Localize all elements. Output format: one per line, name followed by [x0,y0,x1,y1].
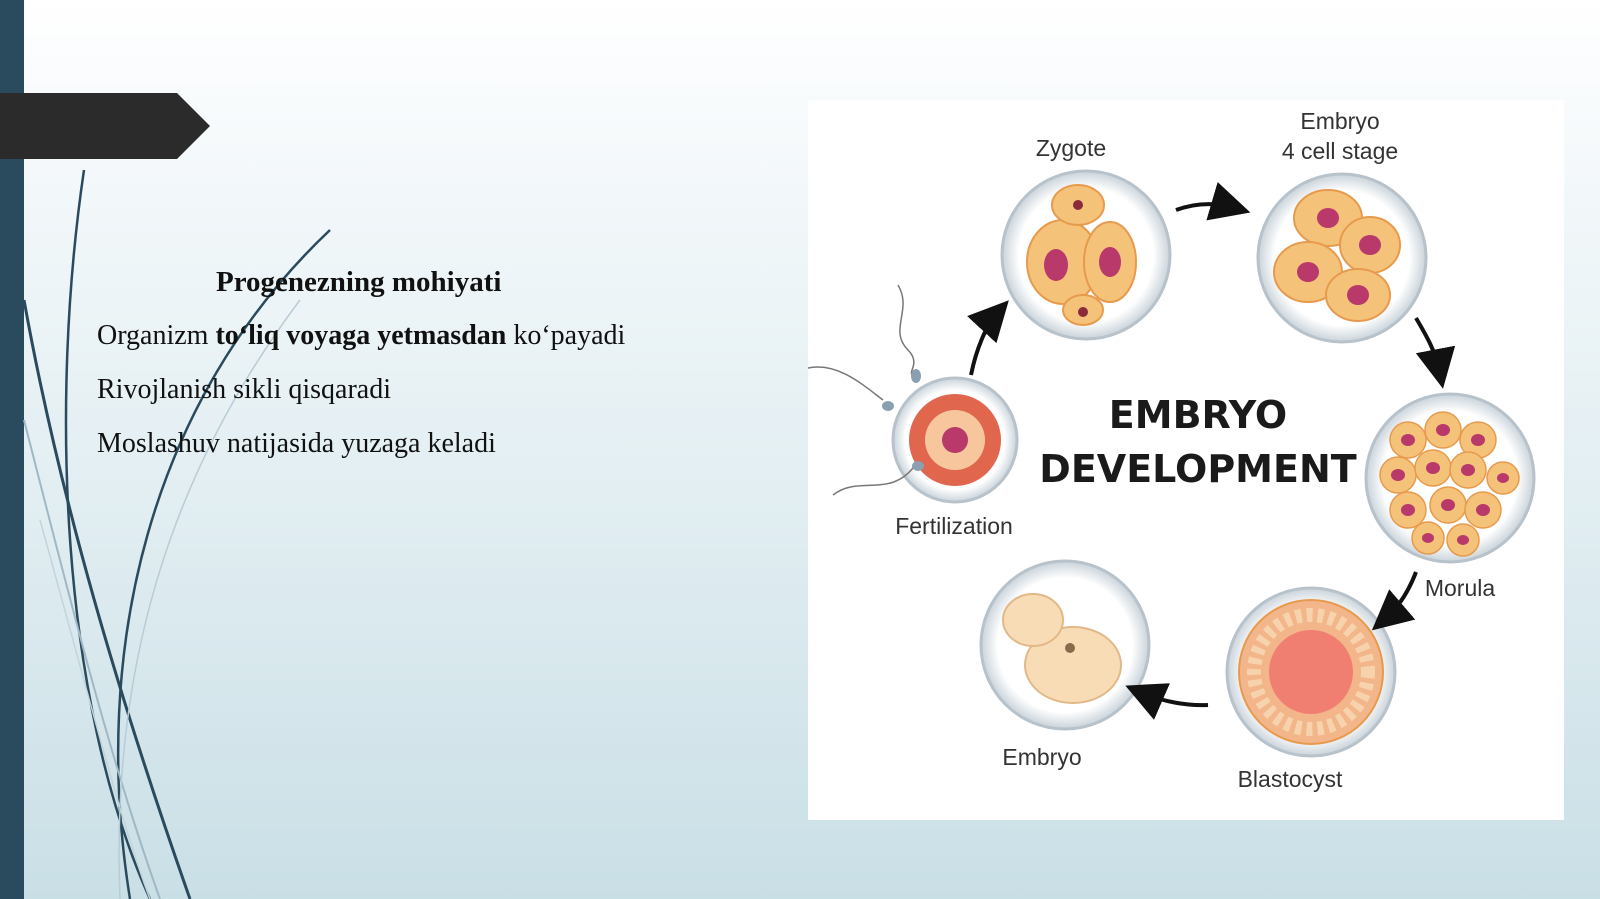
label-embryo4-line2: 4 cell stage [1282,138,1398,164]
embryo-fetus [979,559,1151,731]
decorative-swooshes [22,169,331,899]
embryo-4-cell-stage [1256,172,1428,344]
title-tab-arrow [0,93,210,159]
label-zygote: Zygote [1036,135,1106,161]
figure-heading-line1: EMBRYO [1109,393,1287,437]
bullet-3: Moslashuv natijasida yuzaga keladi [97,428,496,459]
label-morula: Morula [1425,575,1496,601]
bullet-2: Rivojlanish sikli qisqaradi [97,374,391,405]
embryo-development-figure: Zygote Embryo 4 cell stage Morula Blasto… [808,100,1564,820]
bullet-1-post: ko‘payadi [506,320,626,351]
bullet-1-pre: Organizm [97,320,216,351]
zygote-cell [1000,169,1172,341]
label-fertilization: Fertilization [895,513,1013,539]
blastocyst-cell [1225,586,1397,758]
label-embryo4-line1: Embryo [1300,108,1379,134]
label-blastocyst: Blastocyst [1238,766,1343,792]
figure-heading-line2: DEVELOPMENT [1039,447,1356,491]
morula-cell [1364,392,1536,564]
slide-title: Progenezning mohiyati [216,266,502,298]
bullet-1: Organizm to‘liq voyaga yetmasdan ko‘paya… [97,320,625,352]
bullet-1-bold: to‘liq voyaga yetmasdan [215,320,507,351]
label-embryo: Embryo [1002,744,1081,770]
cycle-arrows [967,182,1456,720]
fertilization-egg [808,284,1019,504]
